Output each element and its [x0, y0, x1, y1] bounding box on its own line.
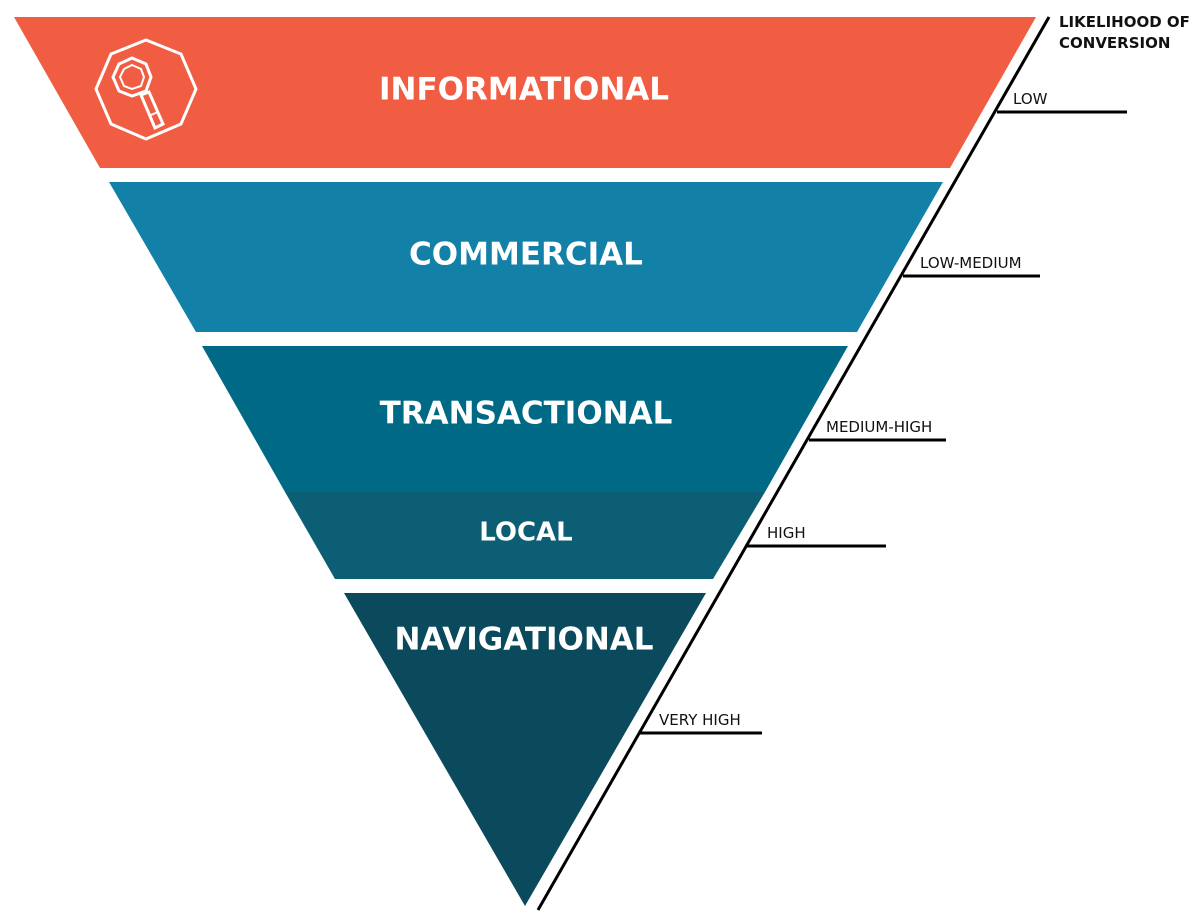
funnel-level-informational [14, 17, 1036, 168]
tick-label-low-medium: LOW-MEDIUM [920, 254, 1022, 272]
conversion-axis-line [536, 16, 1051, 911]
axis-title-line2: CONVERSION [1059, 34, 1170, 52]
tick-label-high: HIGH [767, 524, 806, 542]
level-label-informational: INFORMATIONAL [379, 72, 669, 108]
level-label-commercial: COMMERCIAL [409, 237, 643, 273]
tick-label-low: LOW [1013, 90, 1048, 108]
search-icon [94, 38, 198, 141]
funnel-level-commercial [109, 182, 943, 332]
tick-label-medium-high: MEDIUM-HIGH [826, 418, 932, 436]
funnel-level-transactional [202, 346, 848, 492]
axis-title-line1: LIKELIHOOD OF [1059, 13, 1190, 31]
funnel-level-navigational [344, 593, 706, 906]
funnel-level-local [285, 492, 765, 579]
tick-label-very-high: VERY HIGH [659, 711, 741, 729]
level-label-navigational: NAVIGATIONAL [394, 622, 653, 658]
level-label-local: LOCAL [479, 518, 573, 548]
level-label-transactional: TRANSACTIONAL [380, 396, 673, 432]
